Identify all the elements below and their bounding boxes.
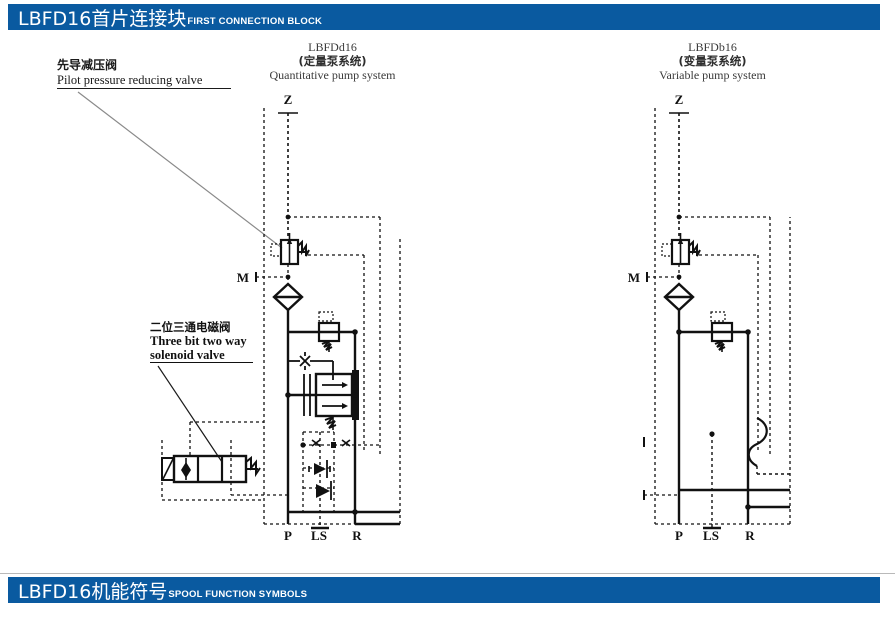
- footer-title-cn: LBFD16机能符号: [18, 581, 168, 603]
- main-pressure-rail-left: [286, 310, 357, 524]
- junction-square-ls-left: [331, 442, 336, 448]
- bottom-rail-left: [288, 510, 400, 526]
- ls-line-right: [703, 431, 721, 530]
- port-z-line-left: [278, 112, 298, 240]
- header-banner: LBFD16首片连接块 FIRST CONNECTION BLOCK: [8, 4, 880, 30]
- leader-line-pilot: [77, 91, 283, 249]
- port-m-right: M: [628, 264, 682, 285]
- ls-throttle-symbols-left: [308, 439, 351, 472]
- port-label-p-left: P: [284, 528, 292, 543]
- solenoid-valve-left: [161, 454, 261, 484]
- port-label-m-left: M: [237, 270, 249, 285]
- port-ls-left: [311, 432, 329, 530]
- block-boundary-right: [654, 108, 791, 525]
- caption-right-system-cn: (变量泵系统): [678, 54, 747, 68]
- junction-dot-rail-left-right: [676, 329, 682, 335]
- port-label-p-right: P: [675, 528, 683, 543]
- caption-left-model: LBFDd16: [308, 40, 357, 54]
- relief-valve-left: [317, 311, 341, 352]
- caption-left-system-cn: (定量泵系统): [298, 54, 367, 68]
- caption-left-system-en: Quantitative pump system: [269, 68, 396, 82]
- main-pressure-rail-right: [677, 310, 750, 524]
- junction-dot-ls-a-left: [300, 442, 306, 448]
- port-label-ls-left: LS: [311, 528, 327, 543]
- diagram-right-variable-pump: Z M: [628, 92, 791, 543]
- solenoid-connections-left: [161, 421, 288, 501]
- ls-check-valves-left: [314, 460, 332, 500]
- callout-pilot-pressure-reducing-valve: 先导减压阀 Pilot pressure reducing valve: [57, 58, 257, 89]
- junction-dot-bottom-left: [352, 509, 358, 515]
- callout-solenoid-label-en-line2: solenoid valve: [150, 348, 253, 363]
- port-label-z-left: Z: [284, 92, 293, 107]
- caption-right-system-en: Variable pump system: [659, 68, 766, 82]
- throttle-symbol-left: [288, 352, 334, 380]
- diagram-caption-right: LBFDb16 (变量泵系统) Variable pump system: [630, 40, 795, 82]
- block-boundary-left: [263, 108, 401, 525]
- junction-dot-z-right: [676, 214, 682, 220]
- callout-pilot-label-cn: 先导减压阀: [57, 58, 118, 72]
- callout-solenoid-label-cn: 二位三通电磁阀: [150, 320, 231, 334]
- pilot-pressure-reducing-valve-right: [661, 233, 701, 266]
- callout-solenoid-valve: 二位三通电磁阀 Three bit two way solenoid valve: [150, 320, 300, 363]
- bypass-curve-right: [747, 417, 790, 475]
- relief-valve-right: [710, 311, 734, 352]
- callout-solenoid-label-en-line1: Three bit two way: [150, 334, 247, 348]
- callout-pilot-label-en: Pilot pressure reducing valve: [57, 73, 231, 89]
- pilot-branch-left: [288, 216, 381, 455]
- header-title-cn: LBFD16首片连接块: [18, 8, 187, 30]
- junction-dot-rail-left: [352, 329, 358, 335]
- port-label-r-right: R: [745, 528, 755, 543]
- throttle-diamond-left: [272, 277, 304, 312]
- main-spool-valve-left: [303, 370, 359, 430]
- footer-divider: [0, 573, 895, 574]
- port-label-ls-right: LS: [703, 528, 719, 543]
- junction-dot-rail-right-right: [745, 329, 751, 335]
- header-title-en: FIRST CONNECTION BLOCK: [187, 16, 323, 27]
- port-z-line-right: [669, 112, 689, 240]
- port-label-r-left: R: [352, 528, 362, 543]
- diagram-left-quantitative-pump: Z M: [161, 92, 401, 543]
- throttle-diamond-right: [663, 277, 695, 312]
- junction-dot-z-left: [285, 214, 291, 220]
- pilot-pressure-reducing-valve-left: [270, 233, 310, 266]
- port-label-m-right: M: [628, 270, 640, 285]
- diagram-caption-left: LBFDd16 (定量泵系统) Quantitative pump system: [250, 40, 415, 82]
- port-m-left: M: [237, 264, 291, 285]
- footer-title-en: SPOOL FUNCTION SYMBOLS: [168, 589, 308, 600]
- bottom-rail-right: [679, 488, 790, 509]
- caption-right-model: LBFDb16: [688, 40, 737, 54]
- leader-line-solenoid: [157, 365, 223, 463]
- junction-dot-spool-right-left: [352, 392, 358, 398]
- footer-banner: LBFD16机能符号 SPOOL FUNCTION SYMBOLS: [8, 577, 880, 603]
- junction-dot-bottom-right: [745, 504, 751, 510]
- port-label-z-right: Z: [675, 92, 684, 107]
